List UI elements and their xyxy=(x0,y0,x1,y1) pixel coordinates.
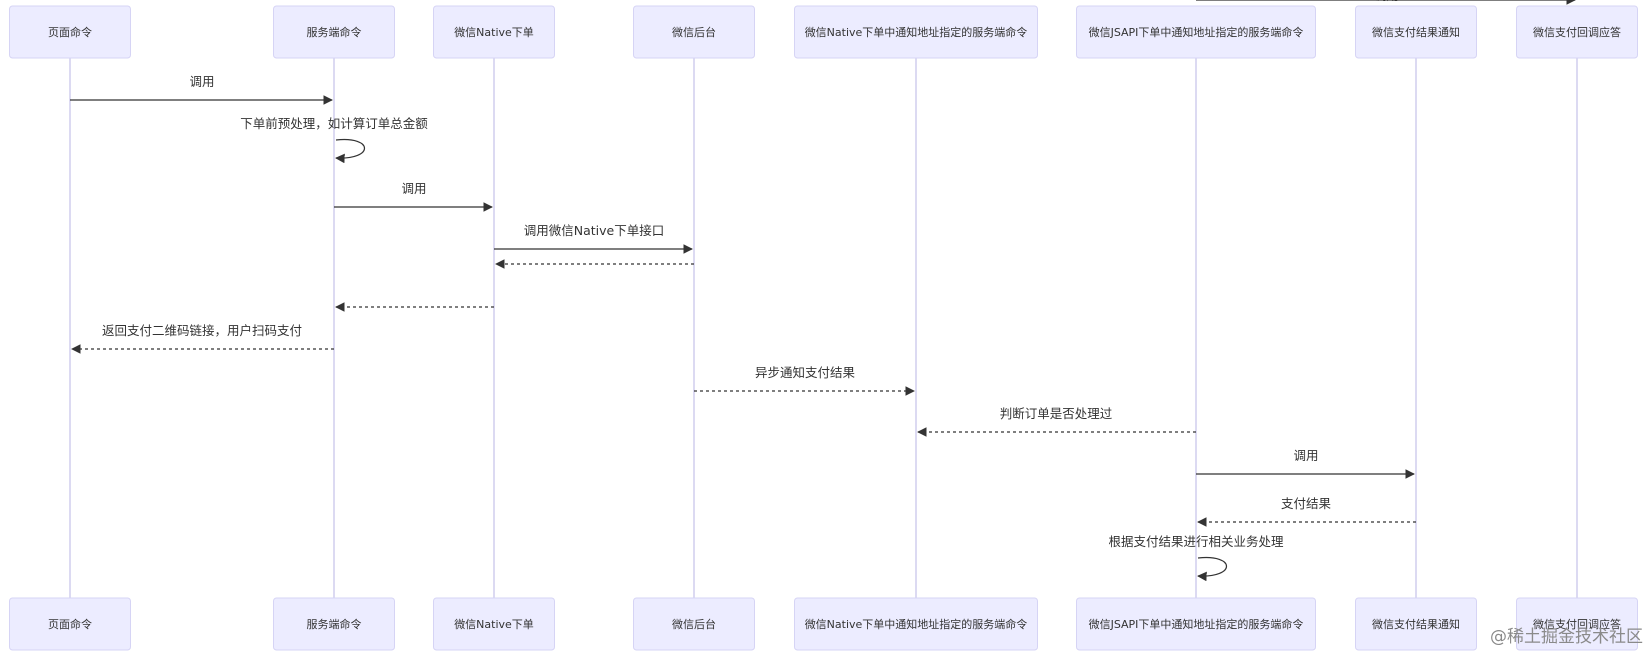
actor-label: 微信Native下单 xyxy=(454,617,534,631)
message-12: 调用 xyxy=(1196,0,1576,5)
message-label: 调用 xyxy=(401,181,426,196)
message-label: 调用 xyxy=(1293,448,1318,463)
self-loop-arrow xyxy=(335,138,365,164)
actor-label: 微信支付回调应答 xyxy=(1533,25,1621,39)
actor-label: 微信Native下单 xyxy=(454,25,534,39)
actor-box xyxy=(794,597,1038,651)
message-6: 返回支付二维码链接，用户扫码支付 xyxy=(71,323,334,354)
actor-box xyxy=(273,597,395,651)
actor-bottom-jsapi_notify: 微信JSAPI下单中通知地址指定的服务端命令 xyxy=(1076,597,1316,651)
actor-box xyxy=(1076,597,1316,651)
actor-box xyxy=(1355,597,1477,651)
message-7: 异步通知支付结果 xyxy=(694,365,915,396)
message-label: 下单前预处理，如计算订单总金额 xyxy=(240,116,428,131)
message-9: 调用 xyxy=(1196,448,1415,479)
message-0: 调用 xyxy=(70,74,333,105)
actor-box xyxy=(1076,5,1316,59)
actor-label: 微信JSAPI下单中通知地址指定的服务端命令 xyxy=(1089,617,1304,631)
actor-box xyxy=(1516,597,1638,651)
message-label: 调用微信Native下单接口 xyxy=(524,223,664,238)
actor-top-jsapi_notify: 微信JSAPI下单中通知地址指定的服务端命令 xyxy=(1076,5,1316,59)
message-label: 调用 xyxy=(189,74,214,89)
actor-top-native_notify: 微信Native下单中通知地址指定的服务端命令 xyxy=(794,5,1038,59)
actor-box xyxy=(433,597,555,651)
actor-box xyxy=(1355,5,1477,59)
message-label: 返回支付二维码链接，用户扫码支付 xyxy=(102,323,302,338)
actor-label: 页面命令 xyxy=(48,617,92,631)
actor-label: 微信JSAPI下单中通知地址指定的服务端命令 xyxy=(1089,25,1304,39)
actor-label: 微信Native下单中通知地址指定的服务端命令 xyxy=(805,617,1028,631)
actor-bottom-backend: 微信后台 xyxy=(633,597,755,651)
message-1: 下单前预处理，如计算订单总金额 xyxy=(240,116,428,164)
message-label: 支付结果 xyxy=(1281,496,1332,511)
actor-top-callback: 微信支付回调应答 xyxy=(1516,5,1638,59)
actor-box xyxy=(633,5,755,59)
actor-bottom-callback: 微信支付回调应答 xyxy=(1516,597,1638,651)
actor-box xyxy=(633,597,755,651)
actor-bottom-native: 微信Native下单 xyxy=(433,597,555,651)
actor-box xyxy=(1516,5,1638,59)
watermark: @稀土掘金技术社区 xyxy=(1490,627,1643,647)
message-3: 调用微信Native下单接口 xyxy=(494,223,693,254)
self-loop-arrow xyxy=(1197,556,1227,582)
message-2: 调用 xyxy=(334,181,493,212)
actor-top-service: 服务端命令 xyxy=(273,5,395,59)
actor-box xyxy=(433,5,555,59)
message-label: 调用 xyxy=(1374,0,1399,3)
message-8: 判断订单是否处理过 xyxy=(917,406,1196,437)
actor-bottom-result_notify: 微信支付结果通知 xyxy=(1355,597,1477,651)
actor-label: 微信后台 xyxy=(672,25,716,39)
actor-label: 微信支付结果通知 xyxy=(1372,25,1460,39)
message-11: 根据支付结果进行相关业务处理 xyxy=(1108,534,1284,582)
message-label: 判断订单是否处理过 xyxy=(1000,406,1113,421)
actor-box xyxy=(9,597,131,651)
actor-top-page: 页面命令 xyxy=(9,5,131,59)
actor-box xyxy=(794,5,1038,59)
actor-top-result_notify: 微信支付结果通知 xyxy=(1355,5,1477,59)
actor-label: 微信Native下单中通知地址指定的服务端命令 xyxy=(805,25,1028,39)
actor-label: 服务端命令 xyxy=(307,25,362,39)
actor-box xyxy=(273,5,395,59)
actor-label: 微信支付结果通知 xyxy=(1372,617,1460,631)
actor-box xyxy=(9,5,131,59)
actor-label: 服务端命令 xyxy=(307,617,362,631)
actor-label: 微信支付回调应答 xyxy=(1533,617,1621,631)
actor-top-native: 微信Native下单 xyxy=(433,5,555,59)
message-label: 异步通知支付结果 xyxy=(755,365,856,380)
actor-top-backend: 微信后台 xyxy=(633,5,755,59)
actor-label: 页面命令 xyxy=(48,25,92,39)
actor-bottom-native_notify: 微信Native下单中通知地址指定的服务端命令 xyxy=(794,597,1038,651)
actor-label: 微信后台 xyxy=(672,617,716,631)
actor-bottom-page: 页面命令 xyxy=(9,597,131,651)
actor-bottom-service: 服务端命令 xyxy=(273,597,395,651)
message-label: 根据支付结果进行相关业务处理 xyxy=(1108,534,1284,549)
message-10: 支付结果 xyxy=(1197,496,1416,527)
